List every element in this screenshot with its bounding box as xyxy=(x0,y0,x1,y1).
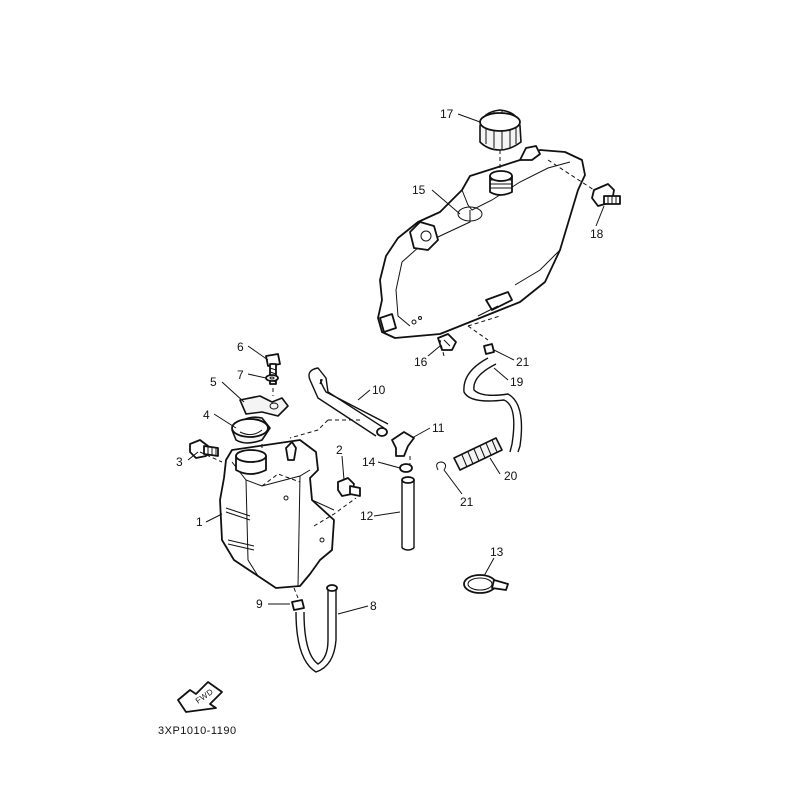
bolt-18 xyxy=(591,183,621,207)
forward-arrow: FWD xyxy=(177,681,223,713)
clip-14 xyxy=(399,463,413,473)
oil-tank xyxy=(377,145,586,339)
callout-4: 4 xyxy=(203,408,210,422)
callout-17: 17 xyxy=(440,107,454,121)
callout-21-lower: 21 xyxy=(460,495,474,509)
washer-7 xyxy=(265,374,279,382)
callout-10: 10 xyxy=(372,383,386,397)
callout-12: 12 xyxy=(360,509,374,523)
callout-8: 8 xyxy=(370,599,377,613)
diagram-code: 3XP1010-1190 xyxy=(158,725,237,737)
clamp-13 xyxy=(463,574,509,594)
leader-lines xyxy=(187,113,605,615)
callout-13: 13 xyxy=(490,545,504,559)
callout-6: 6 xyxy=(237,340,244,354)
bolt-2 xyxy=(337,477,361,497)
clamp-16 xyxy=(437,333,457,351)
callout-19: 19 xyxy=(510,375,524,389)
callout-1: 1 xyxy=(196,515,203,529)
reservoir-cap xyxy=(231,416,271,444)
callout-18: 18 xyxy=(590,227,604,241)
hose-19 xyxy=(463,357,523,453)
callout-21-upper: 21 xyxy=(516,355,530,369)
bracket-5 xyxy=(239,395,289,417)
hose-8 xyxy=(295,584,338,673)
callout-20: 20 xyxy=(504,469,518,483)
reservoir-tank xyxy=(219,439,335,589)
tank-cap xyxy=(479,109,522,151)
spring-guard-20 xyxy=(453,437,503,471)
clip-9 xyxy=(291,599,305,611)
clip-21-lower xyxy=(436,461,447,471)
callout-2: 2 xyxy=(336,443,343,457)
callout-5: 5 xyxy=(210,375,217,389)
callout-14: 14 xyxy=(362,455,376,469)
clip-21-upper xyxy=(483,343,495,355)
callout-15: 15 xyxy=(412,183,426,197)
assembly-lines xyxy=(199,150,595,599)
callout-9: 9 xyxy=(256,597,263,611)
callout-labels: 17 15 18 16 21 19 20 21 6 7 5 4 3 2 1 10… xyxy=(176,107,604,613)
elbow-11 xyxy=(391,431,415,457)
callout-7: 7 xyxy=(237,368,244,382)
callout-11: 11 xyxy=(432,421,445,435)
hose-10 xyxy=(308,367,389,437)
callout-3: 3 xyxy=(176,455,183,469)
callout-16: 16 xyxy=(414,355,428,369)
hose-12 xyxy=(401,476,415,551)
